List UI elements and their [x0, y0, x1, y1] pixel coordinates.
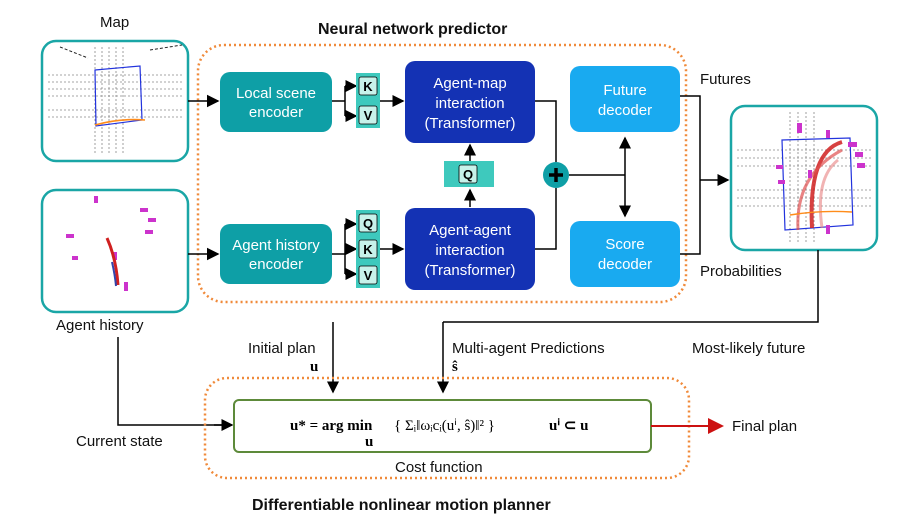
initial-plan-label: Initial plan [248, 340, 316, 357]
equation-constraint: uⁱ ⊂ u [549, 418, 588, 434]
multi-agent-label: Multi-agent Predictions [452, 340, 605, 357]
agent-history-encoder-line1: Agent history [232, 237, 320, 254]
planner-title: Differentiable nonlinear motion planner [252, 497, 551, 514]
q-token-middle [458, 164, 478, 184]
v-token-top [358, 105, 378, 125]
agent-map-line3: (Transformer) [424, 115, 515, 132]
agent-agent-line2: interaction [435, 242, 504, 259]
initial-plan-symbol: u [310, 359, 318, 375]
local-scene-encoder [220, 72, 332, 132]
probabilities-label: Probabilities [700, 263, 782, 280]
q-token-bottom-label: Q [363, 216, 373, 231]
agent-history-label: Agent history [56, 317, 144, 334]
current-state-label: Current state [76, 433, 163, 450]
most-likely-future-label: Most-likely future [692, 340, 805, 357]
agent-map-line2: interaction [435, 95, 504, 112]
plus-icon [549, 168, 563, 182]
planner-container [203, 376, 691, 480]
agent-agent-line3: (Transformer) [424, 262, 515, 279]
agent-map-transformer [405, 61, 535, 143]
nn-predictor-container [196, 43, 688, 304]
cost-function-label: Cost function [395, 459, 483, 476]
prediction-thumbnail [729, 104, 879, 252]
v-token-bottom [358, 265, 378, 285]
future-decoder [570, 66, 680, 132]
equation-lhs: u* = arg min [290, 418, 373, 434]
map-thumbnail [40, 39, 190, 163]
local-scene-encoder-line2: encoder [249, 104, 303, 121]
future-decoder-line1: Future [603, 82, 646, 99]
v-token-top-label: V [364, 108, 373, 123]
q-token-middle-label: Q [463, 167, 473, 182]
k-token-bottom [358, 239, 378, 259]
map-label: Map [100, 14, 129, 31]
k-token-top [358, 76, 378, 96]
agent-map-line1: Agent-map [433, 75, 506, 92]
equation-body: { Σᵢ‖ωᵢcᵢ(uⁱ, ŝ)‖² } [394, 418, 495, 434]
score-decoder-line1: Score [605, 236, 644, 253]
score-decoder-line2: decoder [598, 256, 652, 273]
local-scene-encoder-line1: Local scene [236, 85, 316, 102]
nn-title: Neural network predictor [318, 21, 507, 38]
equation-sub: u [365, 434, 373, 450]
k-token-bottom-label: K [363, 242, 373, 257]
agent-history-thumbnail [40, 188, 190, 314]
futures-label: Futures [700, 71, 751, 88]
score-decoder [570, 221, 680, 287]
agent-history-encoder [220, 224, 332, 284]
k-token-top-label: K [363, 79, 373, 94]
agent-history-encoder-line2: encoder [249, 256, 303, 273]
final-plan-label: Final plan [732, 418, 797, 435]
v-token-bottom-label: V [364, 268, 373, 283]
agent-agent-line1: Agent-agent [429, 222, 512, 239]
future-decoder-line2: decoder [598, 102, 652, 119]
multi-agent-symbol: ŝ [452, 359, 458, 375]
q-token-bottom [358, 213, 378, 233]
agent-agent-transformer [405, 208, 535, 290]
